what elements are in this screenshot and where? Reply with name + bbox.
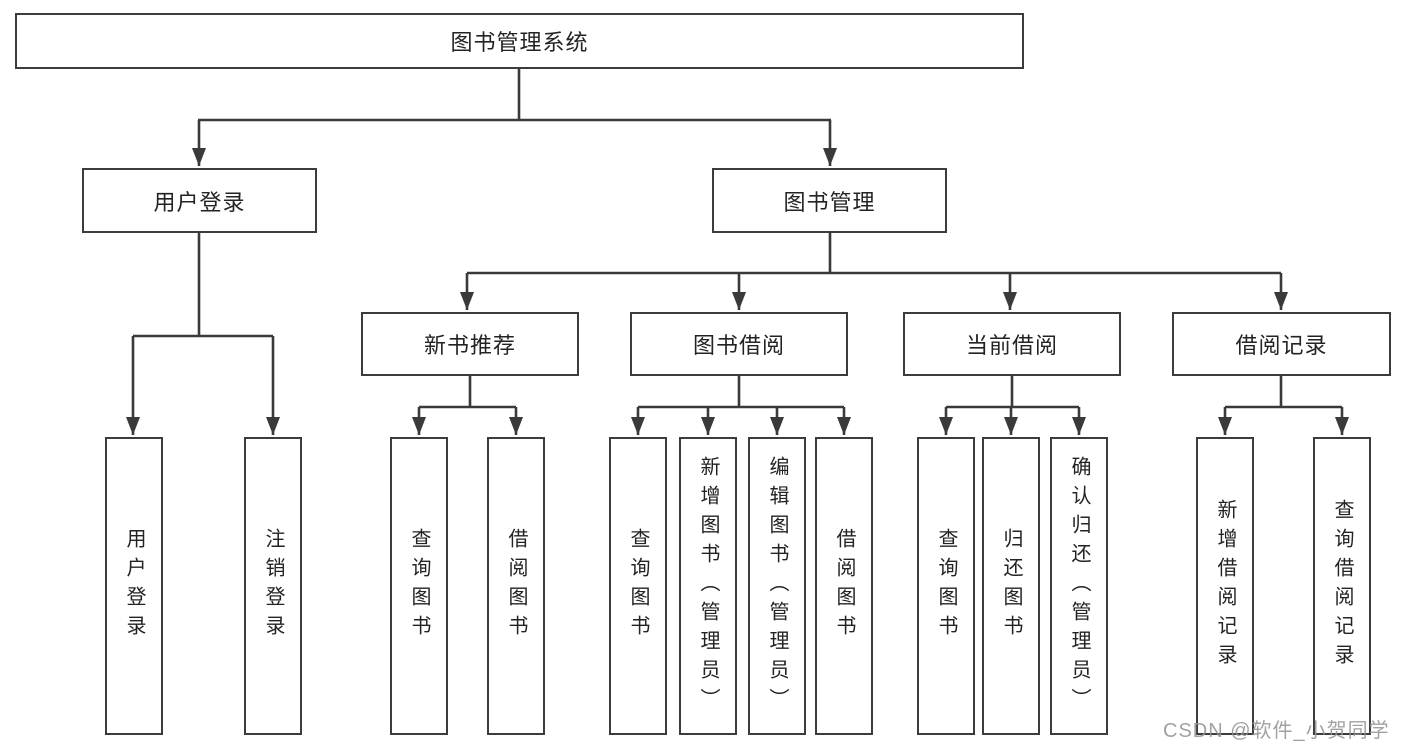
leaf-borrowing-add-books-admin: 新增图书（管理员） <box>679 437 737 735</box>
csdn-watermark: CSDN @软件_小贺同学 <box>1163 720 1390 742</box>
node-current-borrowing: 当前借阅 <box>903 312 1121 376</box>
node-user-login: 用户登录 <box>82 168 317 233</box>
leaf-current-return-books: 归还图书 <box>982 437 1040 735</box>
node-root-library-system: 图书管理系统 <box>15 13 1024 69</box>
leaf-borrowing-edit-books-admin: 编辑图书（管理员） <box>748 437 806 735</box>
leaf-recommend-borrow-books: 借阅图书 <box>487 437 545 735</box>
node-book-borrowing: 图书借阅 <box>630 312 848 376</box>
node-new-book-recommend: 新书推荐 <box>361 312 579 376</box>
node-borrow-records: 借阅记录 <box>1172 312 1391 376</box>
leaf-user-login: 用户登录 <box>105 437 163 735</box>
node-book-management: 图书管理 <box>712 168 947 233</box>
leaf-logout: 注销登录 <box>244 437 302 735</box>
leaf-borrowing-borrow-books: 借阅图书 <box>815 437 873 735</box>
leaf-records-add-borrow-record: 新增借阅记录 <box>1196 437 1254 735</box>
leaf-recommend-query-books: 查询图书 <box>390 437 448 735</box>
leaf-current-confirm-return-admin: 确认归还（管理员） <box>1050 437 1108 735</box>
leaf-borrowing-query-books: 查询图书 <box>609 437 667 735</box>
leaf-current-query-books: 查询图书 <box>917 437 975 735</box>
leaf-records-query-borrow-record: 查询借阅记录 <box>1313 437 1371 735</box>
